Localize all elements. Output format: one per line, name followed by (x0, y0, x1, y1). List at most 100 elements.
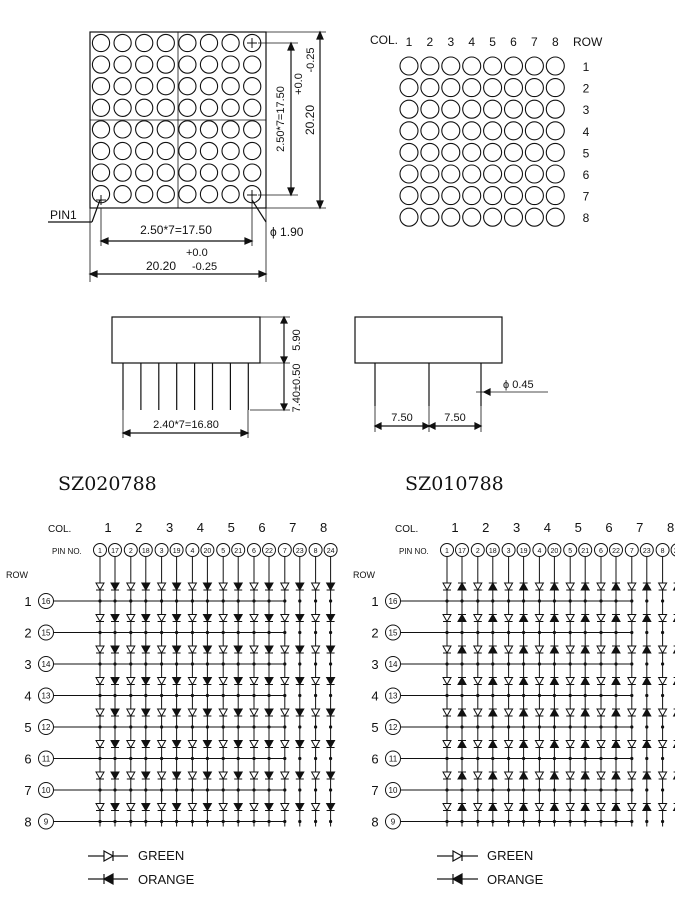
junction-dot (507, 599, 511, 603)
green-led (156, 582, 167, 592)
junction-dot (552, 693, 557, 698)
junction-dot (614, 630, 618, 635)
top-view-dot (243, 163, 262, 182)
pin-map-dot (399, 99, 419, 119)
orange-led (202, 677, 213, 686)
schematic-col-pin (138, 543, 153, 557)
height-tol-plus: +0.0 (293, 73, 305, 95)
pin-map-dot (545, 164, 565, 184)
orange-led (580, 613, 591, 622)
pin-map-dot (420, 78, 440, 98)
schematic-model-label: SZ010788 (405, 473, 504, 495)
junction-dot (661, 725, 665, 729)
junction-dot (630, 788, 634, 792)
junction-dot (476, 630, 480, 635)
green-led (125, 771, 136, 781)
green-led (125, 740, 136, 749)
junction-dot (661, 819, 665, 824)
junction-dot (175, 819, 179, 824)
junction-dot (645, 756, 649, 761)
schematic-pin-no-label: PIN NO. (52, 547, 82, 556)
schematic-col-pin (123, 543, 138, 557)
schematic-row-pin (38, 782, 54, 798)
junction-dot (314, 788, 318, 792)
schematic-col-pin-number: 19 (520, 548, 528, 555)
orange-led (641, 613, 652, 622)
schematic-row-pin (385, 782, 401, 798)
orange-led (580, 644, 591, 654)
junction-dot (283, 725, 287, 729)
green-led (596, 708, 606, 718)
schematic-row-number: 6 (371, 752, 378, 767)
junction-dot (298, 630, 302, 635)
orange-led (611, 676, 621, 685)
junction-dot (113, 662, 117, 666)
junction-dot (298, 788, 302, 792)
orange-led (518, 707, 529, 717)
orange-led (294, 803, 305, 812)
green-led (657, 614, 668, 623)
junction-dot (491, 819, 495, 824)
pin-map-dot (462, 78, 482, 98)
orange-led (233, 614, 244, 623)
green-led (218, 771, 229, 781)
dim-width-total-arrows (88, 270, 268, 278)
top-view-dot (156, 33, 175, 53)
pin-map-dot (420, 186, 440, 206)
pin-map-dot (462, 186, 482, 206)
schematic-row-pin (385, 656, 401, 672)
pin-map-dot (503, 121, 524, 141)
junction-dot (552, 725, 557, 729)
pin-map-col-label: COL. (370, 33, 398, 47)
pin-map-dot (462, 142, 482, 162)
green-led (125, 677, 136, 686)
junction-dot (190, 788, 194, 792)
green-led (279, 803, 290, 812)
orange-led (457, 739, 467, 748)
orange-led (202, 645, 213, 655)
green-led (249, 582, 259, 592)
top-view-dot (156, 77, 175, 96)
junction-dot (113, 630, 117, 635)
schematic-row-pin (38, 750, 54, 767)
pin-map-dot (441, 164, 461, 184)
green-led (125, 803, 136, 812)
pin-map-dot (441, 121, 461, 141)
schematic-col-pin-number: 8 (661, 548, 665, 555)
green-led (472, 771, 483, 781)
green-led (657, 645, 668, 655)
junction-dot (445, 599, 449, 603)
junction-dot (507, 630, 511, 635)
junction-dot (221, 630, 225, 635)
pin-map-dot (524, 78, 544, 98)
orange-led (140, 645, 151, 655)
pin-map-dot (503, 142, 524, 162)
green-led (657, 708, 668, 718)
schematic-col-pin-number: 21 (234, 548, 242, 555)
schematic-col-pin-number: 22 (265, 548, 273, 555)
green-led (249, 614, 259, 623)
schematic-col-pin-number: 4 (537, 548, 541, 555)
junction-dot (491, 693, 495, 698)
junction-dot (568, 693, 572, 698)
schematic-col-number: 4 (544, 520, 551, 535)
green-led (125, 614, 136, 623)
orange-led (202, 614, 213, 623)
orange-led (641, 581, 652, 591)
top-view-dot (91, 55, 111, 74)
junction-dot (314, 630, 318, 635)
junction-dot (221, 599, 225, 603)
green-led (125, 708, 136, 718)
top-view-dots (91, 33, 262, 205)
green-led (534, 582, 545, 592)
schematic-row-number: 3 (24, 657, 31, 672)
junction-dot (252, 788, 256, 792)
pin-map-dot (483, 99, 503, 119)
green-led (565, 708, 576, 718)
schematic-col-label: COL. (48, 524, 71, 535)
orange-led (580, 802, 591, 811)
top-view-dot (91, 33, 111, 53)
junction-dot (614, 725, 618, 729)
junction-dot (298, 756, 302, 761)
top-view-dot (135, 33, 154, 53)
